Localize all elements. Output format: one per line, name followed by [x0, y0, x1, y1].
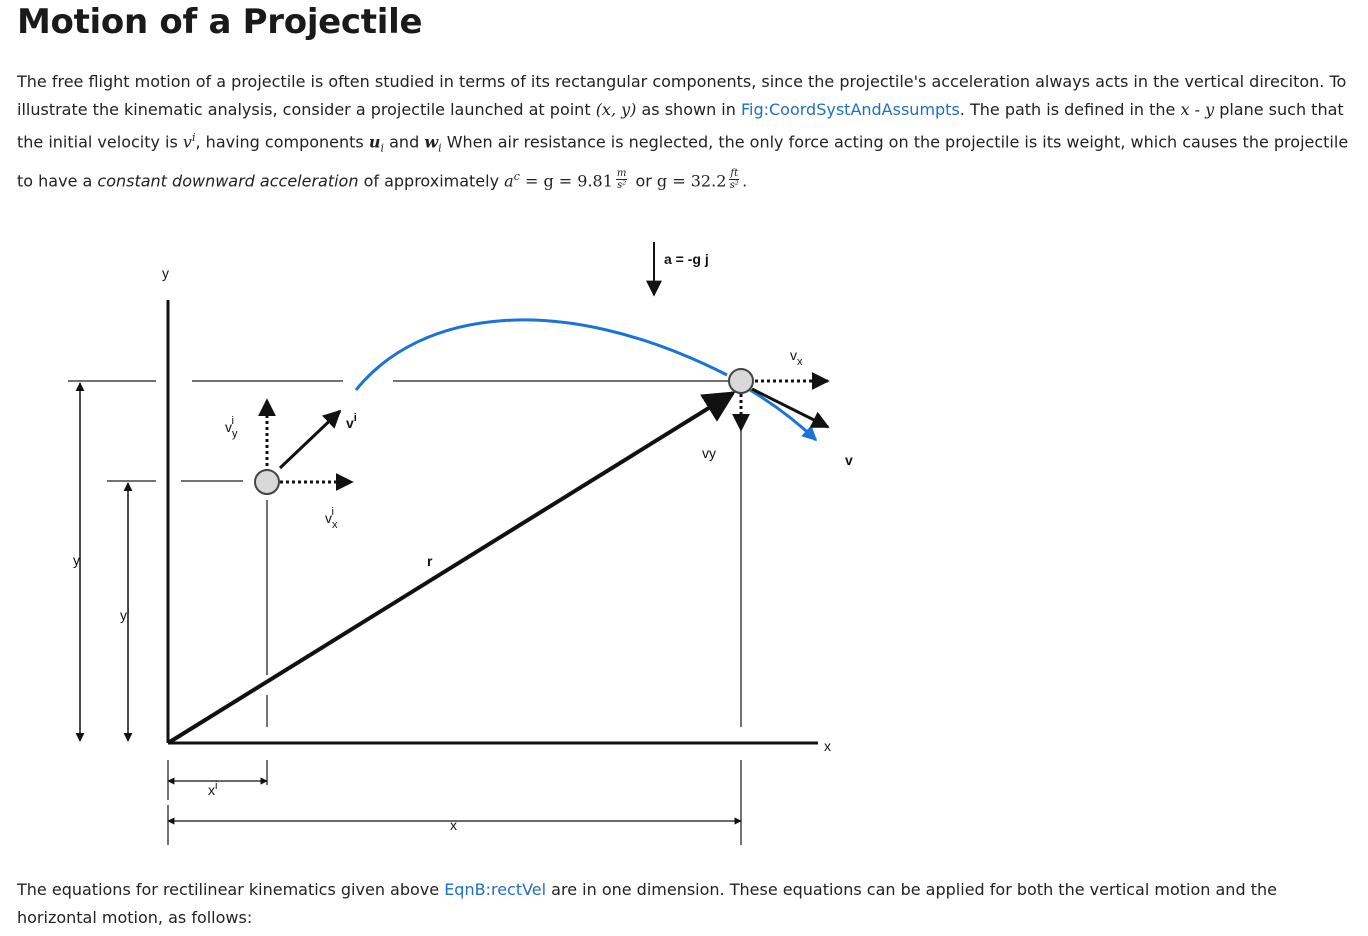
gravity-label: a = -g j: [664, 251, 709, 267]
inline-text: ft: [729, 167, 740, 180]
inline-text: i: [380, 141, 385, 155]
yi-dimension-label: yi: [120, 605, 129, 623]
position-vector-r: [166, 391, 736, 745]
projectile-figure: y x y yi xi x r a = -g j vyi vi vxi vx v…: [68, 242, 853, 845]
inline-text: or: [630, 170, 657, 190]
y-axis-label: y: [162, 265, 169, 281]
page-title: Motion of a Projectile: [17, 2, 423, 42]
trajectory-tail: [749, 388, 818, 442]
launch-vx-label: vxi: [325, 506, 338, 531]
inline-text: .: [742, 170, 748, 190]
velocity-label: v: [845, 452, 853, 468]
x-dimension-label: x: [450, 817, 457, 833]
inline-text: g = 32.2: [656, 170, 727, 190]
emphasis-text: constant downward acceleration: [97, 170, 359, 190]
inline-text: plane such that the initial velocity is: [17, 100, 1344, 152]
inline-text: c: [513, 169, 520, 183]
inline-text: m: [615, 167, 628, 180]
inline-text: as shown in: [636, 100, 741, 119]
inline-text: and: [384, 132, 425, 152]
inline-text: i: [438, 141, 442, 155]
inline-text: u: [368, 132, 381, 152]
launch-v-vector: [278, 409, 342, 470]
trajectory: [354, 318, 728, 391]
inline-text: s²: [617, 179, 627, 191]
launch-v-label: vi: [346, 412, 357, 431]
x-axis-label: x: [824, 738, 831, 754]
inline-text: = g = 9.81: [519, 170, 613, 190]
y-dimension-label: y: [73, 552, 80, 568]
velocity-vector: [751, 387, 830, 429]
inline-text: . The path is defined in the: [959, 100, 1181, 119]
inline-text: The free flight motion of a projectile i…: [17, 72, 1347, 119]
inline-text: When air resistance is neglected, the on…: [17, 132, 1349, 190]
inline-text: i: [191, 131, 196, 144]
inline-text: w: [424, 132, 439, 152]
inline-text: s²: [729, 179, 739, 191]
launch-vy-label: vyi: [225, 415, 238, 440]
xi-dimension-label: xi: [208, 780, 217, 798]
fig-coord-syst-link[interactable]: Fig:CoordSystAndAssumpts: [740, 100, 960, 119]
vx-label: vx: [790, 347, 803, 368]
inline-text: (x, y): [595, 100, 637, 119]
inline-text: The equations for rectilinear kinematics…: [17, 880, 445, 899]
inline-text: , having components: [195, 132, 369, 152]
inline-text: are in one dimension. These equations ca…: [17, 880, 1277, 927]
vy-label: vy: [702, 445, 716, 461]
eqn-rectvel-link[interactable]: EqnB:rectVel: [444, 880, 547, 899]
outro-paragraph: The equations for rectilinear kinematics…: [17, 876, 1352, 932]
particle: [728, 368, 754, 394]
launch-particle: [254, 469, 280, 495]
inline-text: v: [182, 132, 192, 152]
inline-text: of approximately: [358, 170, 505, 190]
inline-text: a: [504, 170, 514, 190]
intro-paragraph: The free flight motion of a projectile i…: [17, 68, 1352, 195]
position-vector-label: r: [427, 553, 433, 569]
inline-text: x - y: [1180, 100, 1215, 119]
